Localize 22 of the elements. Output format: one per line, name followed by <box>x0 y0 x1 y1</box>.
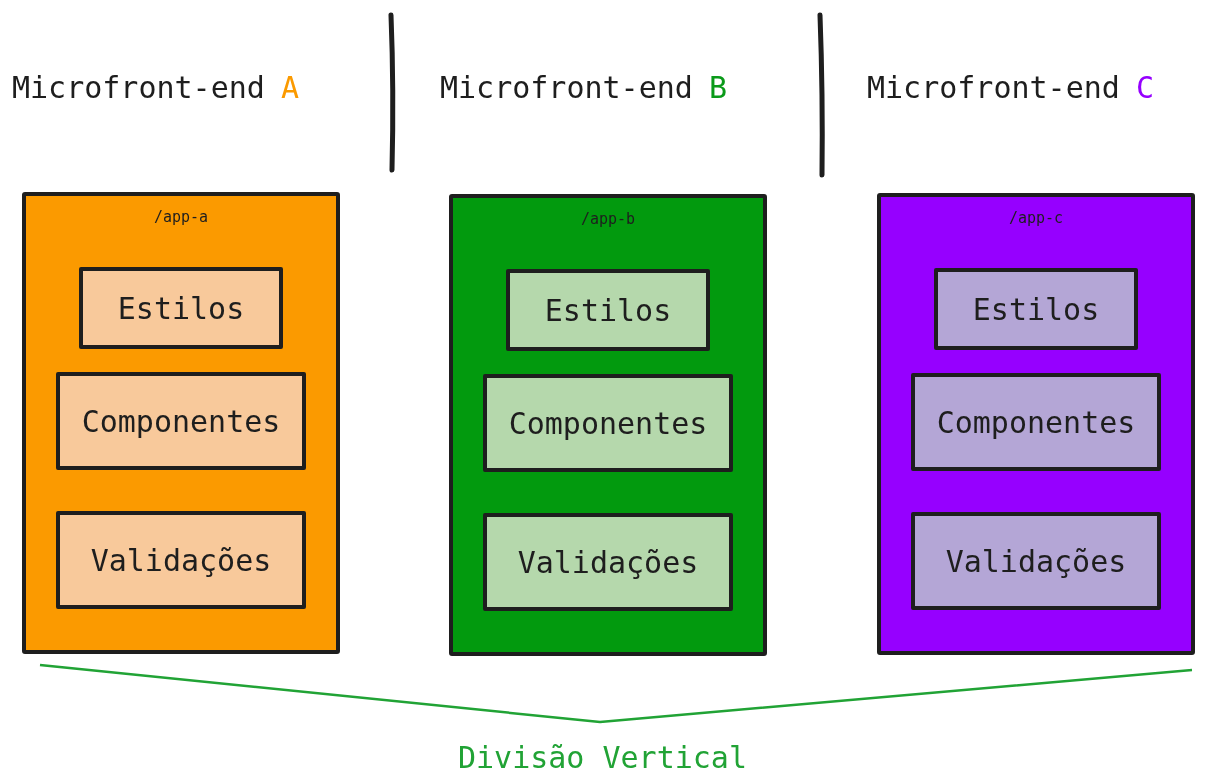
module-box: Validações <box>56 511 306 609</box>
route-path: /app-a <box>152 208 210 226</box>
microfrontend-panel <box>449 194 767 656</box>
heading-letter: A <box>280 70 299 105</box>
module-box: Componentes <box>483 374 733 472</box>
module-box: Estilos <box>934 268 1138 350</box>
route-path: /app-c <box>1007 209 1065 227</box>
module-box: Validações <box>483 513 733 611</box>
module-box: Validações <box>911 512 1161 610</box>
heading-text: Microfront-end <box>440 70 693 105</box>
heading-letter: B <box>708 70 727 105</box>
module-box: Estilos <box>506 269 710 351</box>
heading-letter: C <box>1135 70 1154 105</box>
bracket-caption: Divisão Vertical <box>457 740 748 775</box>
module-box: Estilos <box>79 267 283 349</box>
module-box: Componentes <box>911 373 1161 471</box>
heading-text: Microfront-end <box>12 70 265 105</box>
microfrontend-panel <box>22 192 340 654</box>
module-box: Componentes <box>56 372 306 470</box>
microfrontend-panel <box>877 193 1195 655</box>
route-path: /app-b <box>579 210 637 228</box>
heading-text: Microfront-end <box>867 70 1120 105</box>
